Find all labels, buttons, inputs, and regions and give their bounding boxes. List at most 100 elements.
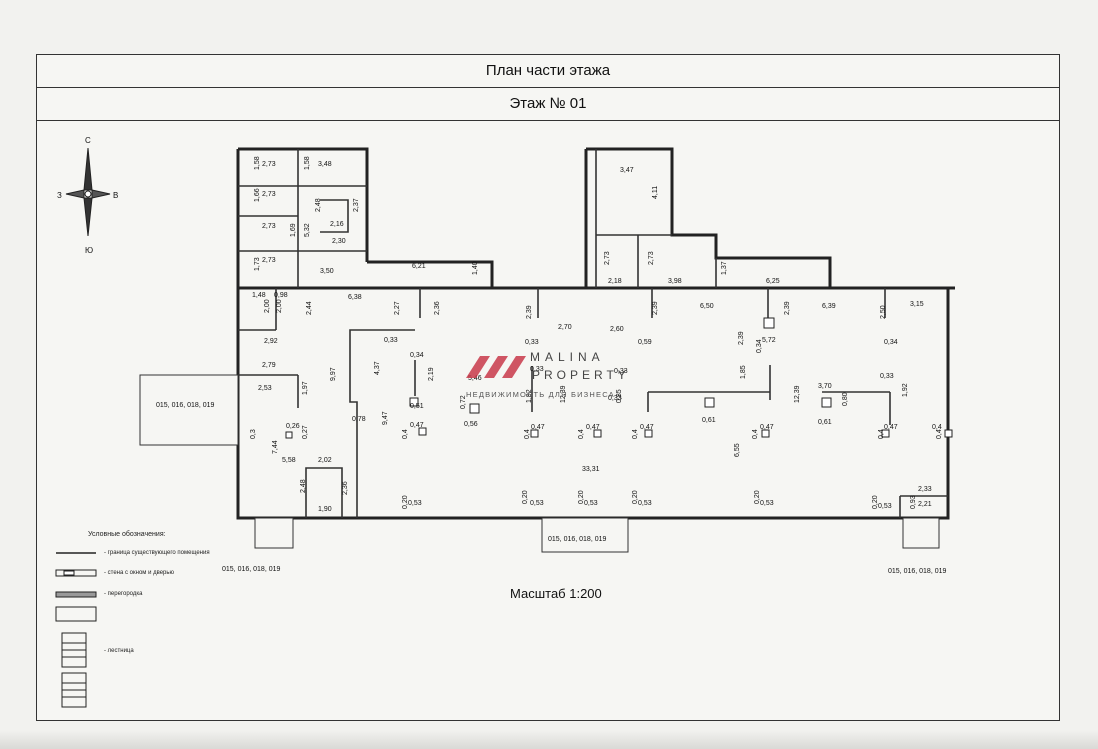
dimension-label: 0,4 xyxy=(632,429,639,439)
dimension-label: 2,37 xyxy=(353,198,360,212)
dimension-label: 2,16 xyxy=(330,221,344,228)
dimension-label: 0,34 xyxy=(756,339,763,353)
dimension-label: 0,53 xyxy=(408,500,422,507)
dimension-label: 0,4 xyxy=(578,429,585,439)
dimension-label: 0,85 xyxy=(616,389,623,403)
dimension-label: 0,20 xyxy=(402,495,409,509)
dimension-label: 1,48 xyxy=(252,292,266,299)
legend-title: Условные обозначения: xyxy=(88,531,166,538)
dimension-label: 12,39 xyxy=(794,385,801,403)
dimension-label: 2,19 xyxy=(428,367,435,381)
dimension-label: 0,61 xyxy=(818,419,832,426)
dimension-label: 12,39 xyxy=(560,385,567,403)
dimension-label: 0,53 xyxy=(878,503,892,510)
dimension-label: 2,00 xyxy=(276,299,283,313)
dimension-label: 2,73 xyxy=(604,251,611,265)
dimension-label: 3,48 xyxy=(318,161,332,168)
dimension-label: 6,39 xyxy=(822,303,836,310)
dimension-label: 2,48 xyxy=(300,479,307,493)
dimension-label: 1,58 xyxy=(254,156,261,170)
entrance-label-1: 015, 016, 018, 019 xyxy=(156,402,214,409)
dimension-label: 0,61 xyxy=(702,417,716,424)
dimension-label: 5,72 xyxy=(762,337,776,344)
dimension-label: 1,73 xyxy=(254,257,261,271)
dimension-label: 3,98 xyxy=(668,278,682,285)
dimension-label: 1,92 xyxy=(526,389,533,403)
dimension-label: 2,92 xyxy=(264,338,278,345)
dimension-label: 0,4 xyxy=(932,424,942,431)
dimension-label: 0,33 xyxy=(530,366,544,373)
dimension-label: 0,33 xyxy=(525,339,539,346)
dimension-label: 2,73 xyxy=(262,161,276,168)
legend-item-partition: - перегородка xyxy=(104,591,143,597)
dimension-label: 1,90 xyxy=(318,506,332,513)
legend-item-boundary: - граница существующего помещения xyxy=(104,550,210,556)
dimension-label: 4,11 xyxy=(652,186,659,199)
dimension-label: 0,47 xyxy=(760,424,774,431)
legend-item-wall: - стена с окном и дверью xyxy=(104,570,175,576)
dimension-label: 9,97 xyxy=(330,367,337,381)
dimension-label: 0,20 xyxy=(872,495,879,509)
dimension-label: 0,53 xyxy=(584,500,598,507)
dimension-label: 1,97 xyxy=(302,381,309,395)
dimension-label: 0,34 xyxy=(884,339,898,346)
dimension-label: 0,47 xyxy=(410,422,424,429)
dimension-label: 0,98 xyxy=(274,292,288,299)
dimension-label: 1,37 xyxy=(721,261,728,275)
dimension-label: 0,33 xyxy=(614,368,628,375)
entrance-porches xyxy=(139,374,940,553)
dimension-label: 7,44 xyxy=(272,440,279,454)
dimension-label: 0,51 xyxy=(410,403,424,410)
malina-logo-icon xyxy=(466,356,526,378)
dimension-label: 2,27 xyxy=(394,301,401,315)
dimension-label: 1,69 xyxy=(290,223,297,237)
dimension-label: 2,48 xyxy=(315,198,322,212)
dimension-label: 2,73 xyxy=(262,257,276,264)
dimension-label: 0,20 xyxy=(522,490,529,504)
dimension-label: 0,4 xyxy=(752,429,759,439)
inner-partitions xyxy=(238,149,948,518)
plan-title: План части этажа xyxy=(37,55,1059,88)
legend-symbols xyxy=(55,552,97,708)
dimension-label: 0,80 xyxy=(842,392,849,406)
dimension-label: 0,20 xyxy=(754,490,761,504)
dimension-label: 0,4 xyxy=(878,429,885,439)
dimension-label: 2,02 xyxy=(318,457,332,464)
dimension-label: 0,20 xyxy=(578,490,585,504)
dimension-label: 2,53 xyxy=(258,385,272,392)
dimension-label: 0,78 xyxy=(352,416,366,423)
dimension-label: 2,60 xyxy=(610,326,624,333)
floor-label: Этаж № 01 xyxy=(37,88,1059,121)
dimension-label: 6,25 xyxy=(766,278,780,285)
dimension-label: 0,26 xyxy=(286,423,300,430)
dimension-label: 3,50 xyxy=(320,268,334,275)
dimension-label: 0,53 xyxy=(760,500,774,507)
dimension-label: 2,73 xyxy=(262,191,276,198)
dimension-label: 2,79 xyxy=(262,362,276,369)
dimension-label: 0,93 xyxy=(910,495,917,509)
dimension-label: 0,4 xyxy=(402,429,409,439)
dimension-label: 4,37 xyxy=(374,361,381,375)
dimension-label: 0,53 xyxy=(638,500,652,507)
compass-west: З xyxy=(57,191,62,200)
dimension-label: 0,33 xyxy=(384,337,398,344)
dimension-label: 2,39 xyxy=(738,331,745,345)
dimension-label: 2,73 xyxy=(648,251,655,265)
dimension-label: 2,18 xyxy=(608,278,622,285)
dimension-label: 33,31 xyxy=(582,466,600,473)
dimension-label: 0,20 xyxy=(632,490,639,504)
dimension-label: 3,47 xyxy=(620,167,634,174)
dimension-label: 2,36 xyxy=(342,481,349,495)
dimension-label: 5,46 xyxy=(468,375,482,382)
dimension-label: 2,30 xyxy=(332,238,346,245)
dimension-label: 1,85 xyxy=(740,365,747,379)
dimension-label: 2,21 xyxy=(918,501,932,508)
dimension-label: 2,00 xyxy=(264,299,271,313)
dimension-label: 0,4 xyxy=(936,429,943,439)
dimension-label: 2,44 xyxy=(306,301,313,315)
dimension-label: 0,56 xyxy=(464,421,478,428)
dimension-label: 0,47 xyxy=(531,424,545,431)
dimension-label: 2,39 xyxy=(652,301,659,315)
dimension-label: 6,38 xyxy=(348,294,362,301)
